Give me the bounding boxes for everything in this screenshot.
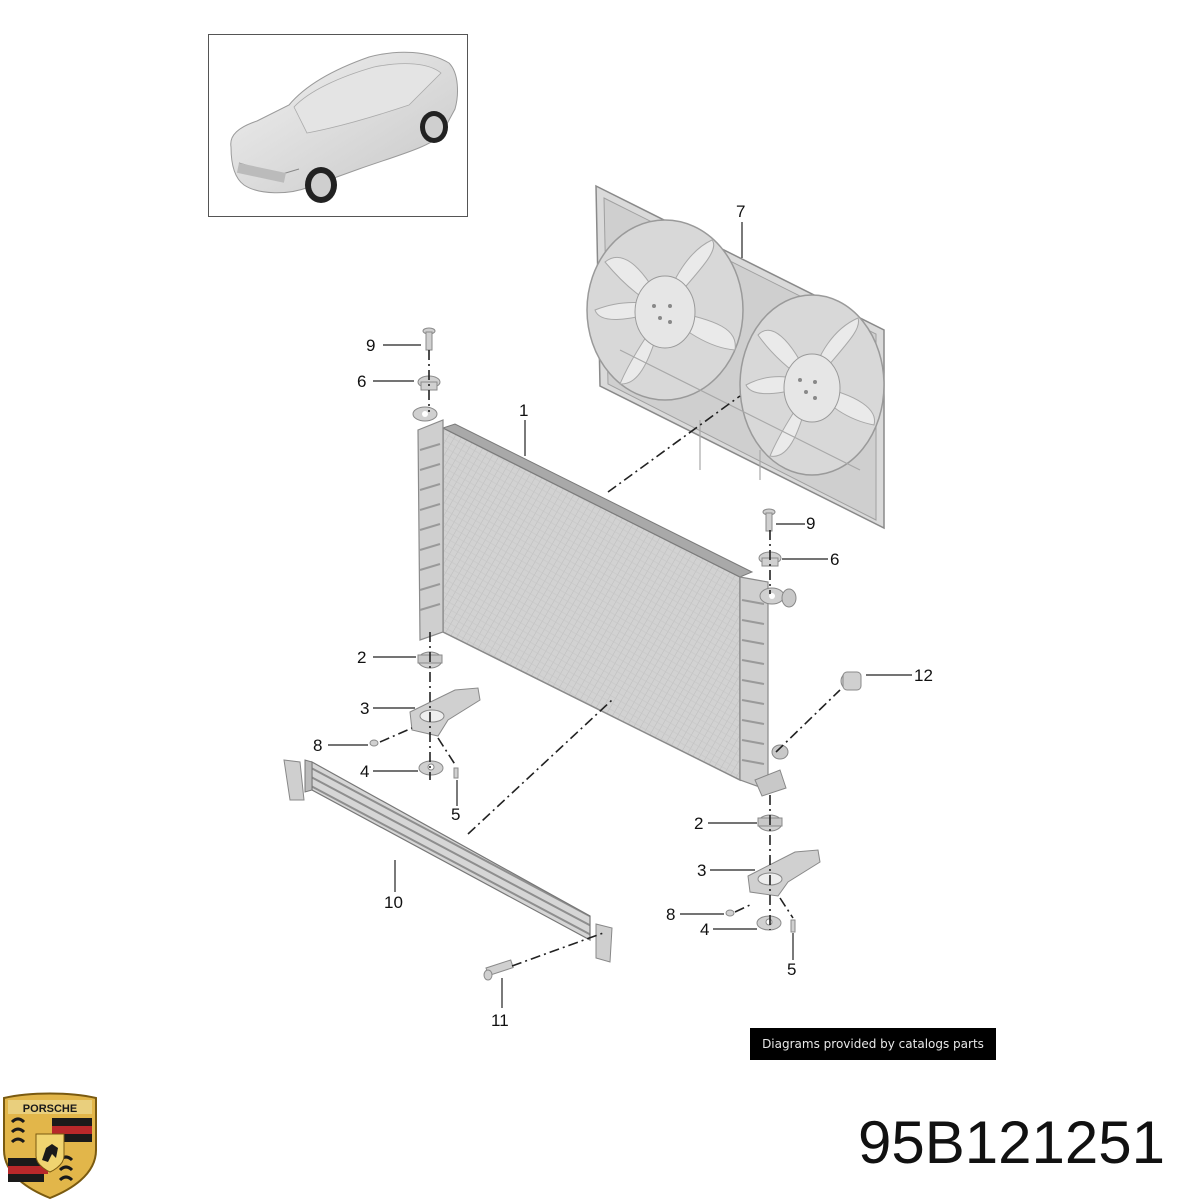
callout-6: 6 bbox=[830, 550, 840, 569]
callout-5: 5 bbox=[787, 960, 797, 979]
hose-connector-icon bbox=[840, 671, 862, 691]
callout-8: 8 bbox=[313, 736, 323, 755]
fan-right-icon bbox=[739, 294, 885, 476]
callout-4: 4 bbox=[360, 762, 370, 781]
car-icon bbox=[230, 51, 458, 203]
callout-2: 2 bbox=[694, 814, 704, 833]
rubber-washer-icon bbox=[756, 915, 782, 931]
vehicle-thumbnail bbox=[208, 34, 468, 217]
callout-8: 8 bbox=[666, 905, 676, 924]
pin-icon bbox=[790, 919, 796, 933]
callout-4: 4 bbox=[700, 920, 710, 939]
callout-2: 2 bbox=[357, 648, 367, 667]
part-number: 95B121251 bbox=[858, 1109, 1165, 1176]
pin-icon bbox=[453, 767, 459, 779]
bracket-icon bbox=[747, 849, 821, 897]
callout-6: 6 bbox=[357, 372, 367, 391]
bolt-icon bbox=[762, 508, 776, 532]
callout-7: 7 bbox=[736, 202, 746, 221]
leader-lines bbox=[328, 222, 912, 1008]
callout-5: 5 bbox=[451, 805, 461, 824]
bolt-icon bbox=[422, 327, 436, 351]
credit-banner: Diagrams provided by catalogs parts bbox=[750, 1028, 996, 1060]
bracket-icon bbox=[409, 687, 481, 737]
assembly-lines bbox=[379, 350, 841, 967]
callout-11: 11 bbox=[491, 1011, 509, 1030]
fan-left-icon bbox=[586, 219, 744, 401]
callout-3: 3 bbox=[360, 699, 370, 718]
porsche-crest-icon: PORSCHE bbox=[3, 1092, 97, 1200]
callout-3: 3 bbox=[697, 861, 707, 880]
bolt-icon bbox=[483, 959, 514, 981]
screw-icon bbox=[725, 909, 735, 917]
rubber-washer-icon bbox=[418, 760, 444, 776]
callout-1: 1 bbox=[519, 401, 529, 420]
auxiliary-cooler bbox=[283, 759, 613, 963]
radiator bbox=[412, 406, 797, 797]
callout-9: 9 bbox=[366, 336, 376, 355]
callout-9: 9 bbox=[806, 514, 816, 533]
screw-icon bbox=[369, 739, 379, 747]
svg-text:PORSCHE: PORSCHE bbox=[23, 1103, 77, 1115]
callout-10: 10 bbox=[384, 893, 403, 912]
fan-shroud bbox=[586, 184, 885, 530]
callout-12: 12 bbox=[914, 666, 933, 685]
